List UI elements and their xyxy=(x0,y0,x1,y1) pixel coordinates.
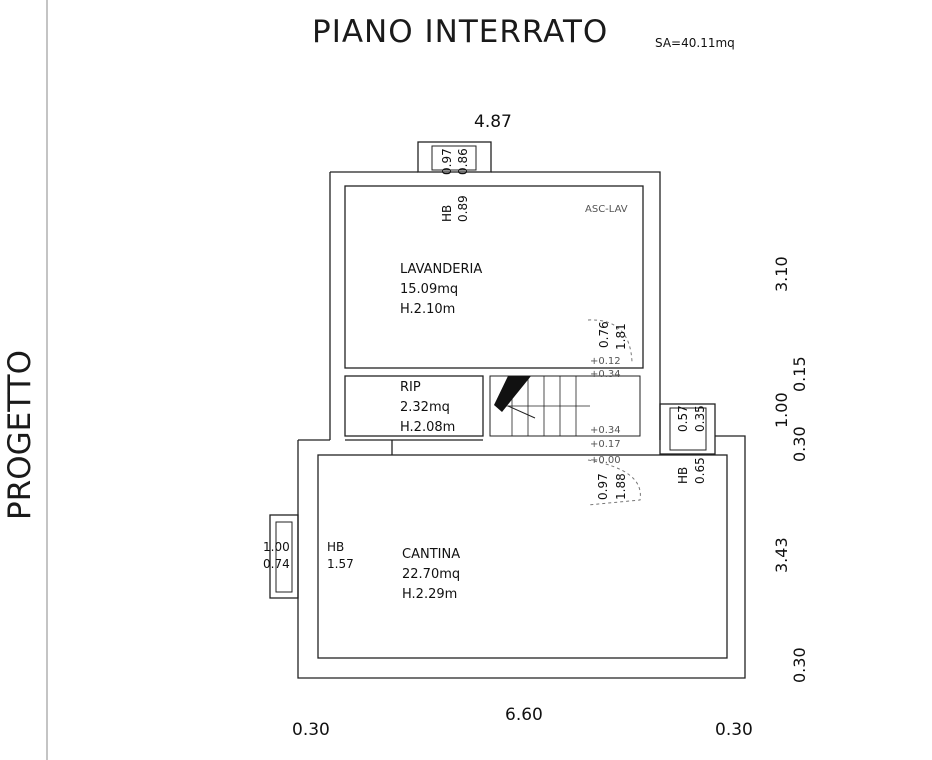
bottom-dim-left: 0.30 xyxy=(292,720,330,740)
stair-marker xyxy=(494,376,531,412)
room-height: H.2.29m xyxy=(402,587,458,602)
left-hb-label: HB 1.57 xyxy=(327,539,354,573)
cantina-wall xyxy=(317,454,728,659)
room-area: 15.09mq xyxy=(400,282,459,297)
lav-door-w: 0.76 xyxy=(597,321,611,348)
stair-area xyxy=(489,375,641,437)
surface-area: SA=40.11mq xyxy=(655,36,735,50)
left-hb-value: 1.57 xyxy=(327,557,354,571)
right-dim-4: 0.30 xyxy=(790,426,809,462)
room-rip: RIP 2.32mq H.2.08m xyxy=(400,378,455,438)
top-hb-value: 0.89 xyxy=(456,195,470,222)
lav-door-h: 1.81 xyxy=(614,323,628,350)
right-dim-3: 1.00 xyxy=(772,392,791,428)
room-lavanderia: LAVANDERIA 15.09mq H.2.10m xyxy=(400,260,482,320)
right-window-w: 0.57 xyxy=(676,405,690,432)
bottom-dim-center: 6.60 xyxy=(505,705,543,725)
elev-lower-1: +0.34 xyxy=(590,425,621,436)
cantina-door-h: 1.88 xyxy=(614,473,628,500)
top-window-box xyxy=(417,141,492,173)
asc-label: ASC-LAV xyxy=(585,204,628,215)
left-hb-key: HB xyxy=(327,540,345,554)
room-height: H.2.08m xyxy=(400,420,456,435)
left-window-h: 0.74 xyxy=(263,557,290,571)
room-name: LAVANDERIA xyxy=(400,262,483,277)
elev-lower-3: +0.00 xyxy=(590,455,621,466)
side-label: PROGETTO xyxy=(2,350,38,520)
right-window-box xyxy=(659,403,716,455)
room-name: RIP xyxy=(400,380,421,395)
right-window-h: 0.35 xyxy=(693,405,707,432)
stair-steps xyxy=(500,376,590,436)
rip-wall xyxy=(344,375,484,437)
elev-lower-2: +0.17 xyxy=(590,439,621,450)
room-height: H.2.10m xyxy=(400,302,456,317)
page-title: PIANO INTERRATO xyxy=(312,14,609,50)
top-hb-label: HB xyxy=(440,204,454,222)
upper-outer-wall xyxy=(329,171,661,440)
lavanderia-wall xyxy=(344,185,644,369)
left-window-w: 1.00 xyxy=(263,540,290,554)
cantina-door-w: 0.97 xyxy=(596,473,610,500)
right-hb-label: HB xyxy=(676,466,690,484)
top-window-w: 0.97 xyxy=(440,148,454,175)
top-dimension: 4.87 xyxy=(474,112,512,132)
left-window-label: 1.00 0.74 xyxy=(263,539,290,573)
top-window-h: 0.86 xyxy=(456,148,470,175)
room-cantina: CANTINA 22.70mq H.2.29m xyxy=(402,545,460,605)
elev-upper-1: +0.12 xyxy=(590,356,621,367)
right-dim-6: 0.30 xyxy=(790,647,809,683)
left-window-box xyxy=(269,514,299,599)
bottom-dim-right: 0.30 xyxy=(715,720,753,740)
elev-upper-2: +0.34 xyxy=(590,369,621,380)
right-dim-5: 3.43 xyxy=(772,537,791,573)
right-hb-value: 0.65 xyxy=(693,457,707,484)
right-dim-2: 0.15 xyxy=(790,356,809,392)
room-name: CANTINA xyxy=(402,547,461,562)
room-area: 22.70mq xyxy=(402,567,461,582)
right-dim-1: 3.10 xyxy=(772,256,791,292)
room-area: 2.32mq xyxy=(400,400,450,415)
lower-outer-wall xyxy=(297,435,746,679)
